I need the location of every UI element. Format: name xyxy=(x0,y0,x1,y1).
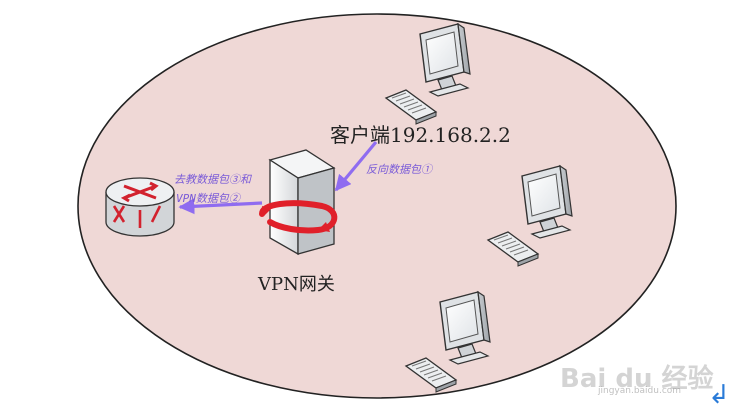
client-ip-label: 客户端192.168.2.2 xyxy=(330,123,511,147)
network-ellipse xyxy=(77,13,677,399)
baidu-jingyan-watermark: Bai du 经验 xyxy=(560,364,714,394)
watermark-url: jingyan.baidu.com xyxy=(598,386,682,396)
vpn-gateway-server-icon xyxy=(259,149,338,256)
router-icon xyxy=(105,177,175,237)
forward-packet-arrow xyxy=(178,198,263,215)
forward-packet-label-line1: 去教数据包③和 xyxy=(174,173,251,186)
forward-packet-label-line2: VPN数据包② xyxy=(176,192,240,205)
vpn-gateway-label: VPN网关 xyxy=(258,274,335,295)
reverse-packet-label: 反向数据包① xyxy=(366,163,432,176)
return-arrow-icon: ↲ xyxy=(708,380,730,410)
reverse-packet-arrow xyxy=(334,140,378,192)
